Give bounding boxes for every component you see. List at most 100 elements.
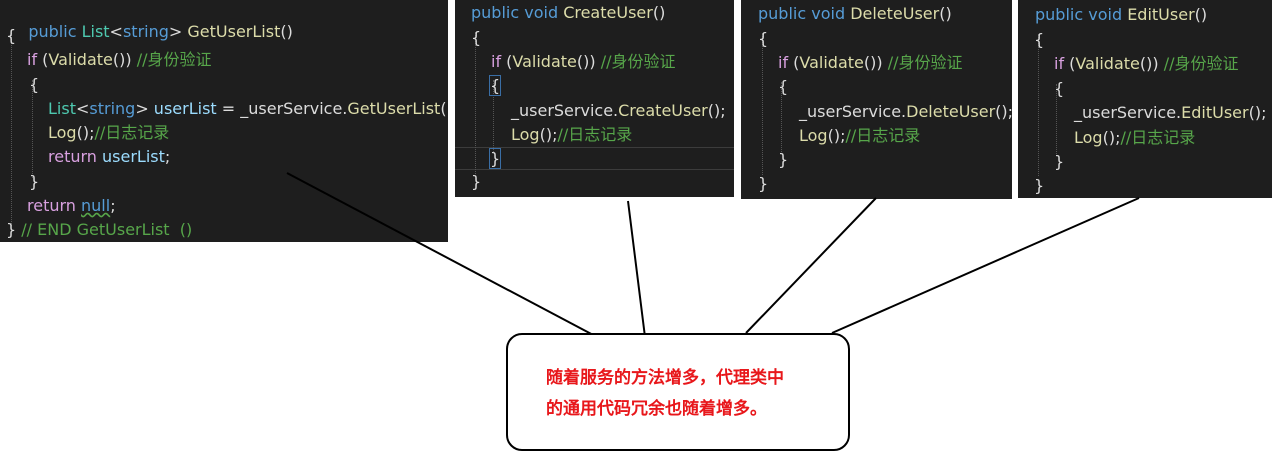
keyword: string	[89, 99, 136, 118]
keyword: public	[758, 4, 807, 23]
punct: ();	[76, 123, 95, 142]
punct: ();	[539, 125, 558, 144]
method-signature[interactable]: public void CreateUser()	[471, 3, 665, 25]
punct: <	[75, 99, 90, 118]
if-statement[interactable]: if (Validate()) //身份验证	[1054, 54, 1239, 76]
log-call[interactable]: Log();//日志记录	[511, 125, 632, 147]
keyword: void	[524, 3, 559, 22]
punct: <	[109, 22, 123, 41]
inner-close-brace: }	[1054, 152, 1065, 171]
method-signature[interactable]: public List<string> GetUserList()	[8, 2, 292, 41]
method-signature[interactable]: public void EditUser()	[1035, 5, 1207, 27]
expression: _userService.	[799, 102, 907, 121]
end-comment: // END GetUserList ()	[16, 220, 193, 239]
comment: //日志记录	[557, 125, 633, 144]
if-statement[interactable]: if (Validate()) //身份验证	[491, 52, 676, 74]
close-brace: }	[471, 172, 482, 191]
keyword: void	[1088, 5, 1123, 24]
method-name: Validate	[48, 50, 113, 69]
method-name: DeleteUser	[906, 102, 996, 121]
method-name: EditUser	[1181, 103, 1249, 122]
close-brace: }	[758, 174, 769, 193]
type-name: List	[48, 99, 76, 118]
punct: ();	[827, 126, 846, 145]
code-panel-get-user-list: public List<string> GetUserList() { if (…	[0, 0, 448, 242]
punct: (	[1064, 54, 1076, 73]
if-statement[interactable]: if (Validate()) //身份验证	[778, 53, 963, 75]
current-line-highlight	[455, 169, 734, 170]
code-panel-delete-user: public void DeleteUser() { if (Validate(…	[741, 0, 1012, 199]
callout-line-1: 随着服务的方法增多，代理类中	[546, 368, 784, 388]
expression: = _userService.	[216, 99, 348, 118]
method-name: GetUserList	[347, 99, 441, 118]
callout-line-2: 的通用代码冗余也随着增多。	[546, 399, 767, 419]
method-name: Validate	[799, 53, 864, 72]
log-call[interactable]: Log();//日志记录	[1074, 128, 1195, 150]
indent-guide	[762, 33, 763, 175]
return-null-statement[interactable]: return null;	[27, 196, 116, 218]
if-statement[interactable]: if (Validate()) //身份验证	[27, 50, 212, 72]
callout-box: 随着服务的方法增多，代理类中 的通用代码冗余也随着增多。	[506, 333, 850, 451]
current-line-highlight	[455, 147, 734, 148]
comment: //身份验证	[595, 52, 676, 71]
punct: ();	[440, 99, 448, 118]
close-brace: }	[1034, 176, 1045, 195]
open-brace: {	[758, 29, 769, 48]
expression: _userService.	[511, 101, 619, 120]
indent-guide	[11, 30, 12, 226]
keyword: if	[491, 52, 502, 71]
connector-line-get	[286, 172, 598, 338]
indent-guide	[32, 80, 33, 178]
method-name: CreateUser	[563, 3, 653, 22]
inner-open-brace: {	[778, 77, 789, 96]
callout-text: 随着服务的方法增多，代理类中 的通用代码冗余也随着增多。	[546, 363, 836, 425]
punct: >	[168, 22, 183, 41]
log-call[interactable]: Log();//日志记录	[48, 123, 169, 145]
punct: ()	[939, 4, 952, 23]
keyword: if	[778, 53, 789, 72]
service-call[interactable]: _userService.EditUser();	[1074, 103, 1266, 125]
variable: userList	[96, 147, 165, 166]
punct: (	[37, 50, 49, 69]
code-panel-edit-user: public void EditUser() { if (Validate())…	[1018, 0, 1272, 198]
indent-guide	[475, 32, 476, 174]
method-name: Log	[799, 126, 828, 145]
log-call[interactable]: Log();//日志记录	[799, 126, 920, 148]
punct: ())	[1139, 54, 1159, 73]
method-name: Validate	[512, 52, 577, 71]
punct: ())	[112, 50, 132, 69]
keyword: public	[471, 3, 520, 22]
punct: ;	[110, 196, 116, 215]
open-brace: {	[1034, 30, 1045, 49]
punct: ())	[863, 53, 883, 72]
comment: //身份验证	[131, 50, 212, 69]
indent-guide	[781, 82, 782, 154]
method-name: Log	[511, 125, 540, 144]
type-name: List	[81, 22, 110, 41]
keyword: if	[1054, 54, 1065, 73]
code-panel-create-user: public void CreateUser() { if (Validate(…	[455, 0, 734, 197]
list-declaration[interactable]: List<string> userList = _userService.Get…	[48, 99, 448, 121]
keyword: return	[48, 147, 97, 166]
indent-guide	[493, 80, 494, 152]
method-name: CreateUser	[618, 101, 708, 120]
comment: //日志记录	[845, 126, 921, 145]
punct: ()	[652, 3, 666, 22]
method-name: Log	[48, 123, 77, 142]
inner-close-brace: }	[488, 148, 502, 169]
punct: ();	[995, 102, 1012, 121]
open-brace: {	[471, 28, 482, 47]
service-call[interactable]: _userService.CreateUser();	[511, 101, 726, 123]
method-name: DeleteUser	[850, 4, 940, 23]
service-call[interactable]: _userService.DeleteUser();	[799, 102, 1012, 124]
connector-line-create	[627, 200, 646, 338]
variable: userList	[148, 99, 217, 118]
punct: >	[135, 99, 149, 118]
indent-guide	[1056, 84, 1057, 156]
comment: //日志记录	[1120, 128, 1196, 147]
method-signature[interactable]: public void DeleteUser()	[758, 4, 952, 26]
return-statement[interactable]: return userList;	[48, 147, 170, 169]
keyword: public	[1035, 5, 1084, 24]
method-name: Validate	[1075, 54, 1140, 73]
